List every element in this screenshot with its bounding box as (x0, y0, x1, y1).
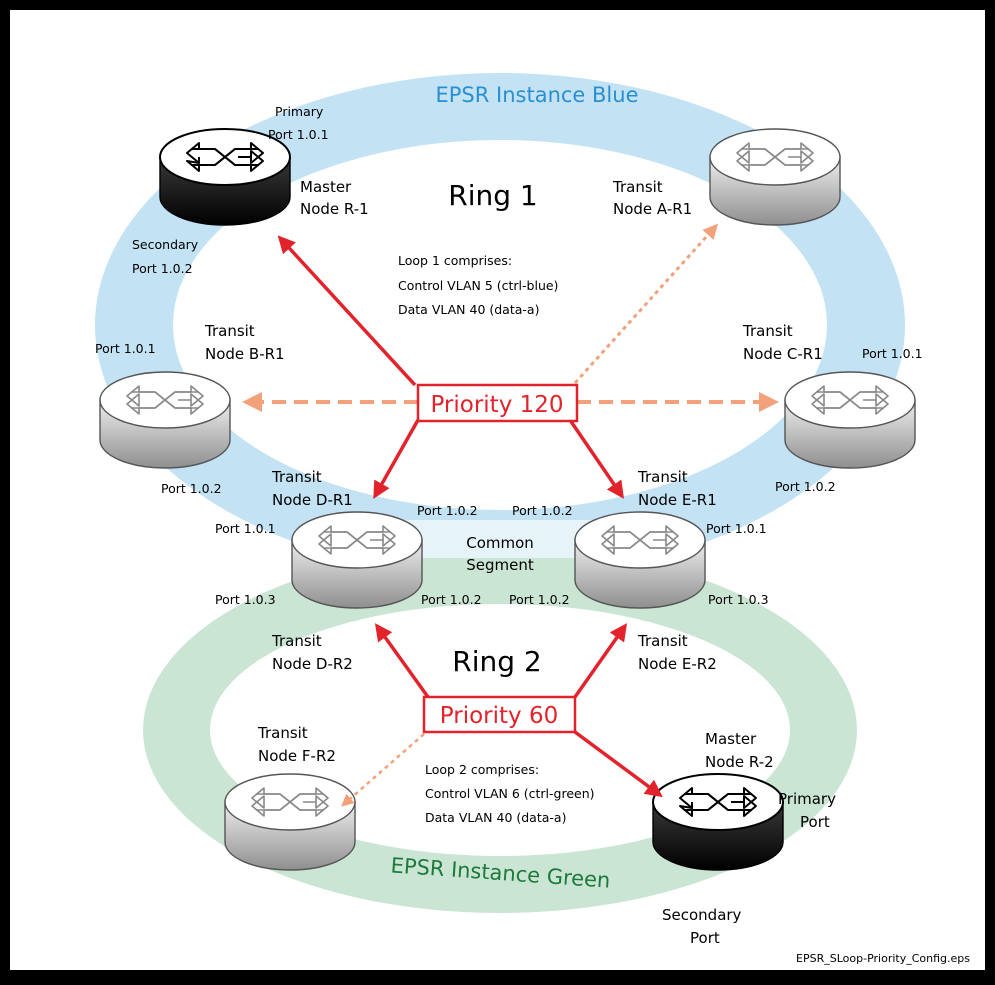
transit-node-d-router-icon (291, 511, 423, 609)
ring-blue (95, 73, 905, 577)
transit-c-r1-label-line1: Transit (742, 322, 793, 340)
r1-secondary-port-line2: Port 1.0.2 (132, 261, 193, 276)
priority-120-label: Priority 120 (430, 392, 563, 418)
priority-60-box (422, 695, 577, 734)
r1-primary-port-line2: Port 1.0.1 (268, 127, 329, 142)
master-node-r2-router-icon (652, 773, 784, 871)
loop1-line2: Control VLAN 5 (ctrl-blue) (398, 278, 558, 293)
arrow-to-node-e-r2 (573, 623, 628, 699)
transit-e-r1-label-line2: Node E-R1 (638, 491, 717, 509)
blue-instance-title: EPSR Instance Blue (436, 83, 639, 107)
transit-node-c-r1-router-icon (784, 371, 916, 469)
e-bottom-left-port: Port 1.0.2 (509, 592, 570, 607)
transit-e-r2-label-line2: Node E-R2 (638, 655, 717, 673)
transit-d-r2-label-line2: Node D-R2 (272, 655, 353, 673)
transit-f-r2-label-line1: Transit (257, 724, 308, 742)
arrow-to-node-d-r1 (373, 419, 420, 500)
loop2-description: Loop 2 comprises: Control VLAN 6 (ctrl-g… (425, 762, 595, 825)
arrow-to-master-r1 (277, 235, 417, 387)
loop2-line1: Loop 2 comprises: (425, 762, 539, 777)
ring2-label: Ring 2 (452, 645, 541, 678)
transit-node-b-r1-router-icon (99, 371, 231, 469)
master-r2-label-line2: Node R-2 (705, 753, 774, 771)
r2-port-labels: Primary Port Secondary Port (662, 790, 836, 947)
common-segment-label-line1: Common (466, 534, 534, 552)
master-r1-label-line2: Node R-1 (300, 200, 369, 218)
transit-f-r2-label-line2: Node F-R2 (258, 747, 336, 765)
c-r1-bottom-port: Port 1.0.2 (775, 479, 836, 494)
loop2-line2: Control VLAN 6 (ctrl-green) (425, 786, 595, 801)
arrow-to-node-e-r1 (568, 419, 624, 499)
loop1-line3: Data VLAN 40 (data-a) (398, 302, 539, 317)
d-bottom-right-port: Port 1.0.2 (421, 592, 482, 607)
common-segment-label-line2: Segment (466, 556, 534, 574)
priority-60-label: Priority 60 (440, 703, 558, 729)
r1-secondary-port-line1: Secondary (132, 237, 199, 252)
e-right-lower-port: Port 1.0.3 (708, 592, 769, 607)
e-top-left-port: Port 1.0.2 (512, 503, 573, 518)
priority-120-box (416, 383, 579, 423)
loop2-line3: Data VLAN 40 (data-a) (425, 810, 566, 825)
r2-primary-port-line1: Primary (778, 790, 836, 808)
transit-node-f-r2-router-icon (224, 773, 356, 871)
dashed-arrow-to-node-a-r1 (573, 223, 719, 385)
dashed-arrow-to-node-f-r2 (341, 733, 425, 807)
priority120-arrows (242, 223, 779, 500)
r2-secondary-port-line2: Port (690, 929, 720, 947)
transit-e-r2-label-line1: Transit (637, 632, 688, 650)
b-r1-bottom-port: Port 1.0.2 (161, 481, 222, 496)
master-r1-label-line1: Master (300, 178, 352, 196)
loop1-description: Loop 1 comprises: Control VLAN 5 (ctrl-b… (398, 253, 558, 317)
d-left-port: Port 1.0.1 (215, 521, 276, 536)
transit-d-r1-label-line2: Node D-R1 (272, 491, 353, 509)
transit-b-r1-label-line2: Node B-R1 (205, 345, 285, 363)
b-r1-top-port: Port 1.0.1 (95, 341, 156, 356)
transit-b-r1-label-line1: Transit (204, 322, 255, 340)
r1-primary-port-line1: Primary (275, 104, 324, 119)
transit-a-r1-label-line2: Node A-R1 (613, 200, 692, 218)
d-left-lower-port: Port 1.0.3 (215, 592, 276, 607)
r2-primary-port-line2: Port (800, 813, 830, 831)
ring1-label: Ring 1 (448, 179, 537, 212)
arrow-to-master-r2 (573, 730, 663, 798)
loop1-line1: Loop 1 comprises: (398, 253, 512, 268)
transit-c-r1-label-line2: Node C-R1 (743, 345, 823, 363)
r2-secondary-port-line1: Secondary (662, 906, 742, 924)
transit-d-r2-label-line1: Transit (271, 632, 322, 650)
transit-e-r1-label-line1: Transit (637, 468, 688, 486)
arrow-to-node-d-r2 (374, 623, 430, 699)
priority60-arrows (341, 623, 663, 807)
transit-node-a-r1-router-icon (709, 128, 841, 226)
e-right-port: Port 1.0.1 (706, 521, 767, 536)
port-labels: Primary Port 1.0.1 Secondary Port 1.0.2 … (95, 104, 923, 607)
master-node-r1-router-icon (159, 128, 291, 226)
d-top-right-port: Port 1.0.2 (417, 503, 478, 518)
transit-d-r1-label-line1: Transit (271, 468, 322, 486)
node-labels: Master Node R-1 Transit Node A-R1 Transi… (204, 178, 823, 771)
transit-a-r1-label-line1: Transit (612, 178, 663, 196)
master-r2-label-line1: Master (705, 730, 757, 748)
c-r1-top-port: Port 1.0.1 (862, 346, 923, 361)
transit-node-e-router-icon (574, 511, 706, 609)
filename-caption: EPSR_SLoop-Priority_Config.eps (796, 952, 970, 965)
